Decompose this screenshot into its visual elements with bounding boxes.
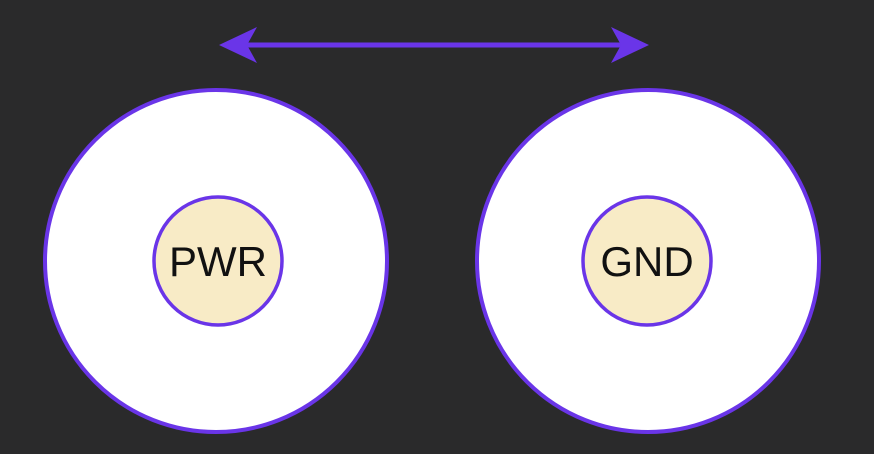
pwr-label: PWR	[169, 238, 267, 285]
gnd-conductor: GND	[475, 88, 821, 434]
pwr-inner-circle	[152, 195, 284, 327]
gnd-label: GND	[600, 238, 693, 285]
gnd-inner-circle	[581, 195, 713, 327]
pwr-conductor: PWR	[43, 88, 389, 434]
double-arrow-icon	[219, 27, 649, 63]
